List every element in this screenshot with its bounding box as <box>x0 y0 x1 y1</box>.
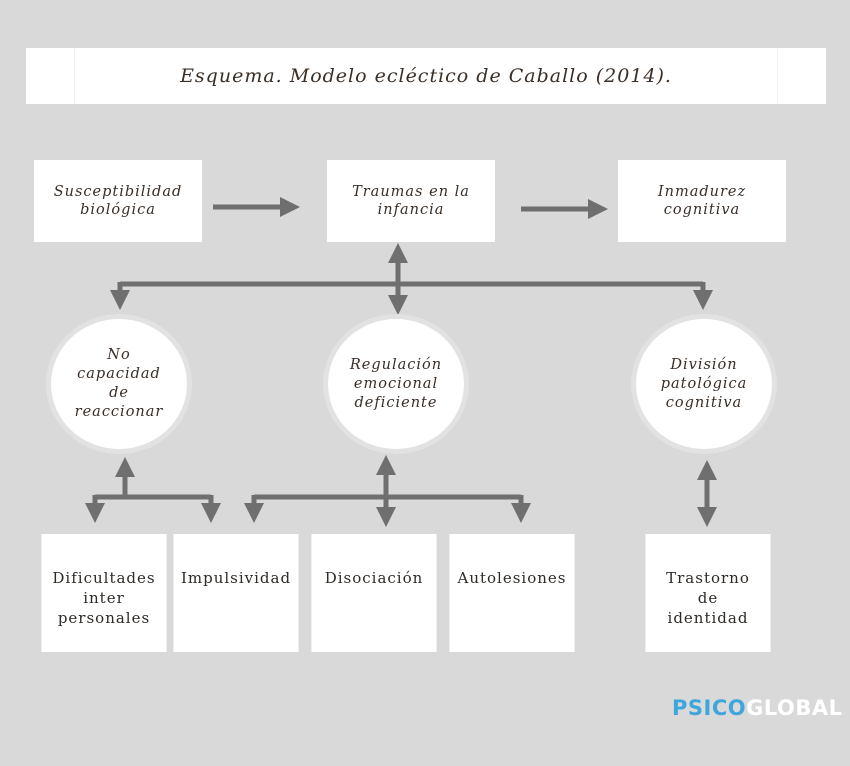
node-label: División patológica cognitiva <box>660 356 748 411</box>
node-label: Impulsividad <box>180 569 292 587</box>
node-autolesiones: Autolesiones <box>449 534 575 652</box>
node-label: Dificultades inter personales <box>52 569 156 627</box>
node-label: No capacidad de reaccionar <box>74 347 164 420</box>
diagram-title: Esquema. Modelo ecléctico de Caballo (20… <box>180 65 672 87</box>
logo-part-1: PSICO <box>672 696 747 720</box>
node-regulacion: Regulación emocional deficiente <box>323 314 469 454</box>
node-label: Inmadurez cognitiva <box>657 184 747 218</box>
title-banner: Esquema. Modelo ecléctico de Caballo (20… <box>26 48 826 104</box>
node-label: Susceptibilidad biológica <box>53 184 183 218</box>
node-label: Traumas en la infancia <box>352 184 470 218</box>
node-label: Autolesiones <box>457 569 567 587</box>
node-division: División patológica cognitiva <box>631 314 777 454</box>
node-no-capacidad: No capacidad de reaccionar <box>46 314 192 454</box>
node-disociacion: Disociación <box>311 534 437 652</box>
node-label: Regulación emocional deficiente <box>349 356 443 411</box>
node-impulsividad: Impulsividad <box>173 534 299 652</box>
node-label: Disociación <box>324 569 424 587</box>
node-traumas: Traumas en la infancia <box>327 160 495 242</box>
node-inmadurez: Inmadurez cognitiva <box>618 160 786 242</box>
node-susceptibilidad: Susceptibilidad biológica <box>34 160 202 242</box>
logo-part-2: GLOBAL <box>746 696 843 720</box>
psicoglobal-logo: PSICOGLOBAL <box>672 696 842 720</box>
node-label: Trastorno de identidad <box>666 569 750 627</box>
node-dificultades: Dificultades inter personales <box>41 534 167 652</box>
node-trastorno: Trastorno de identidad <box>645 534 771 652</box>
